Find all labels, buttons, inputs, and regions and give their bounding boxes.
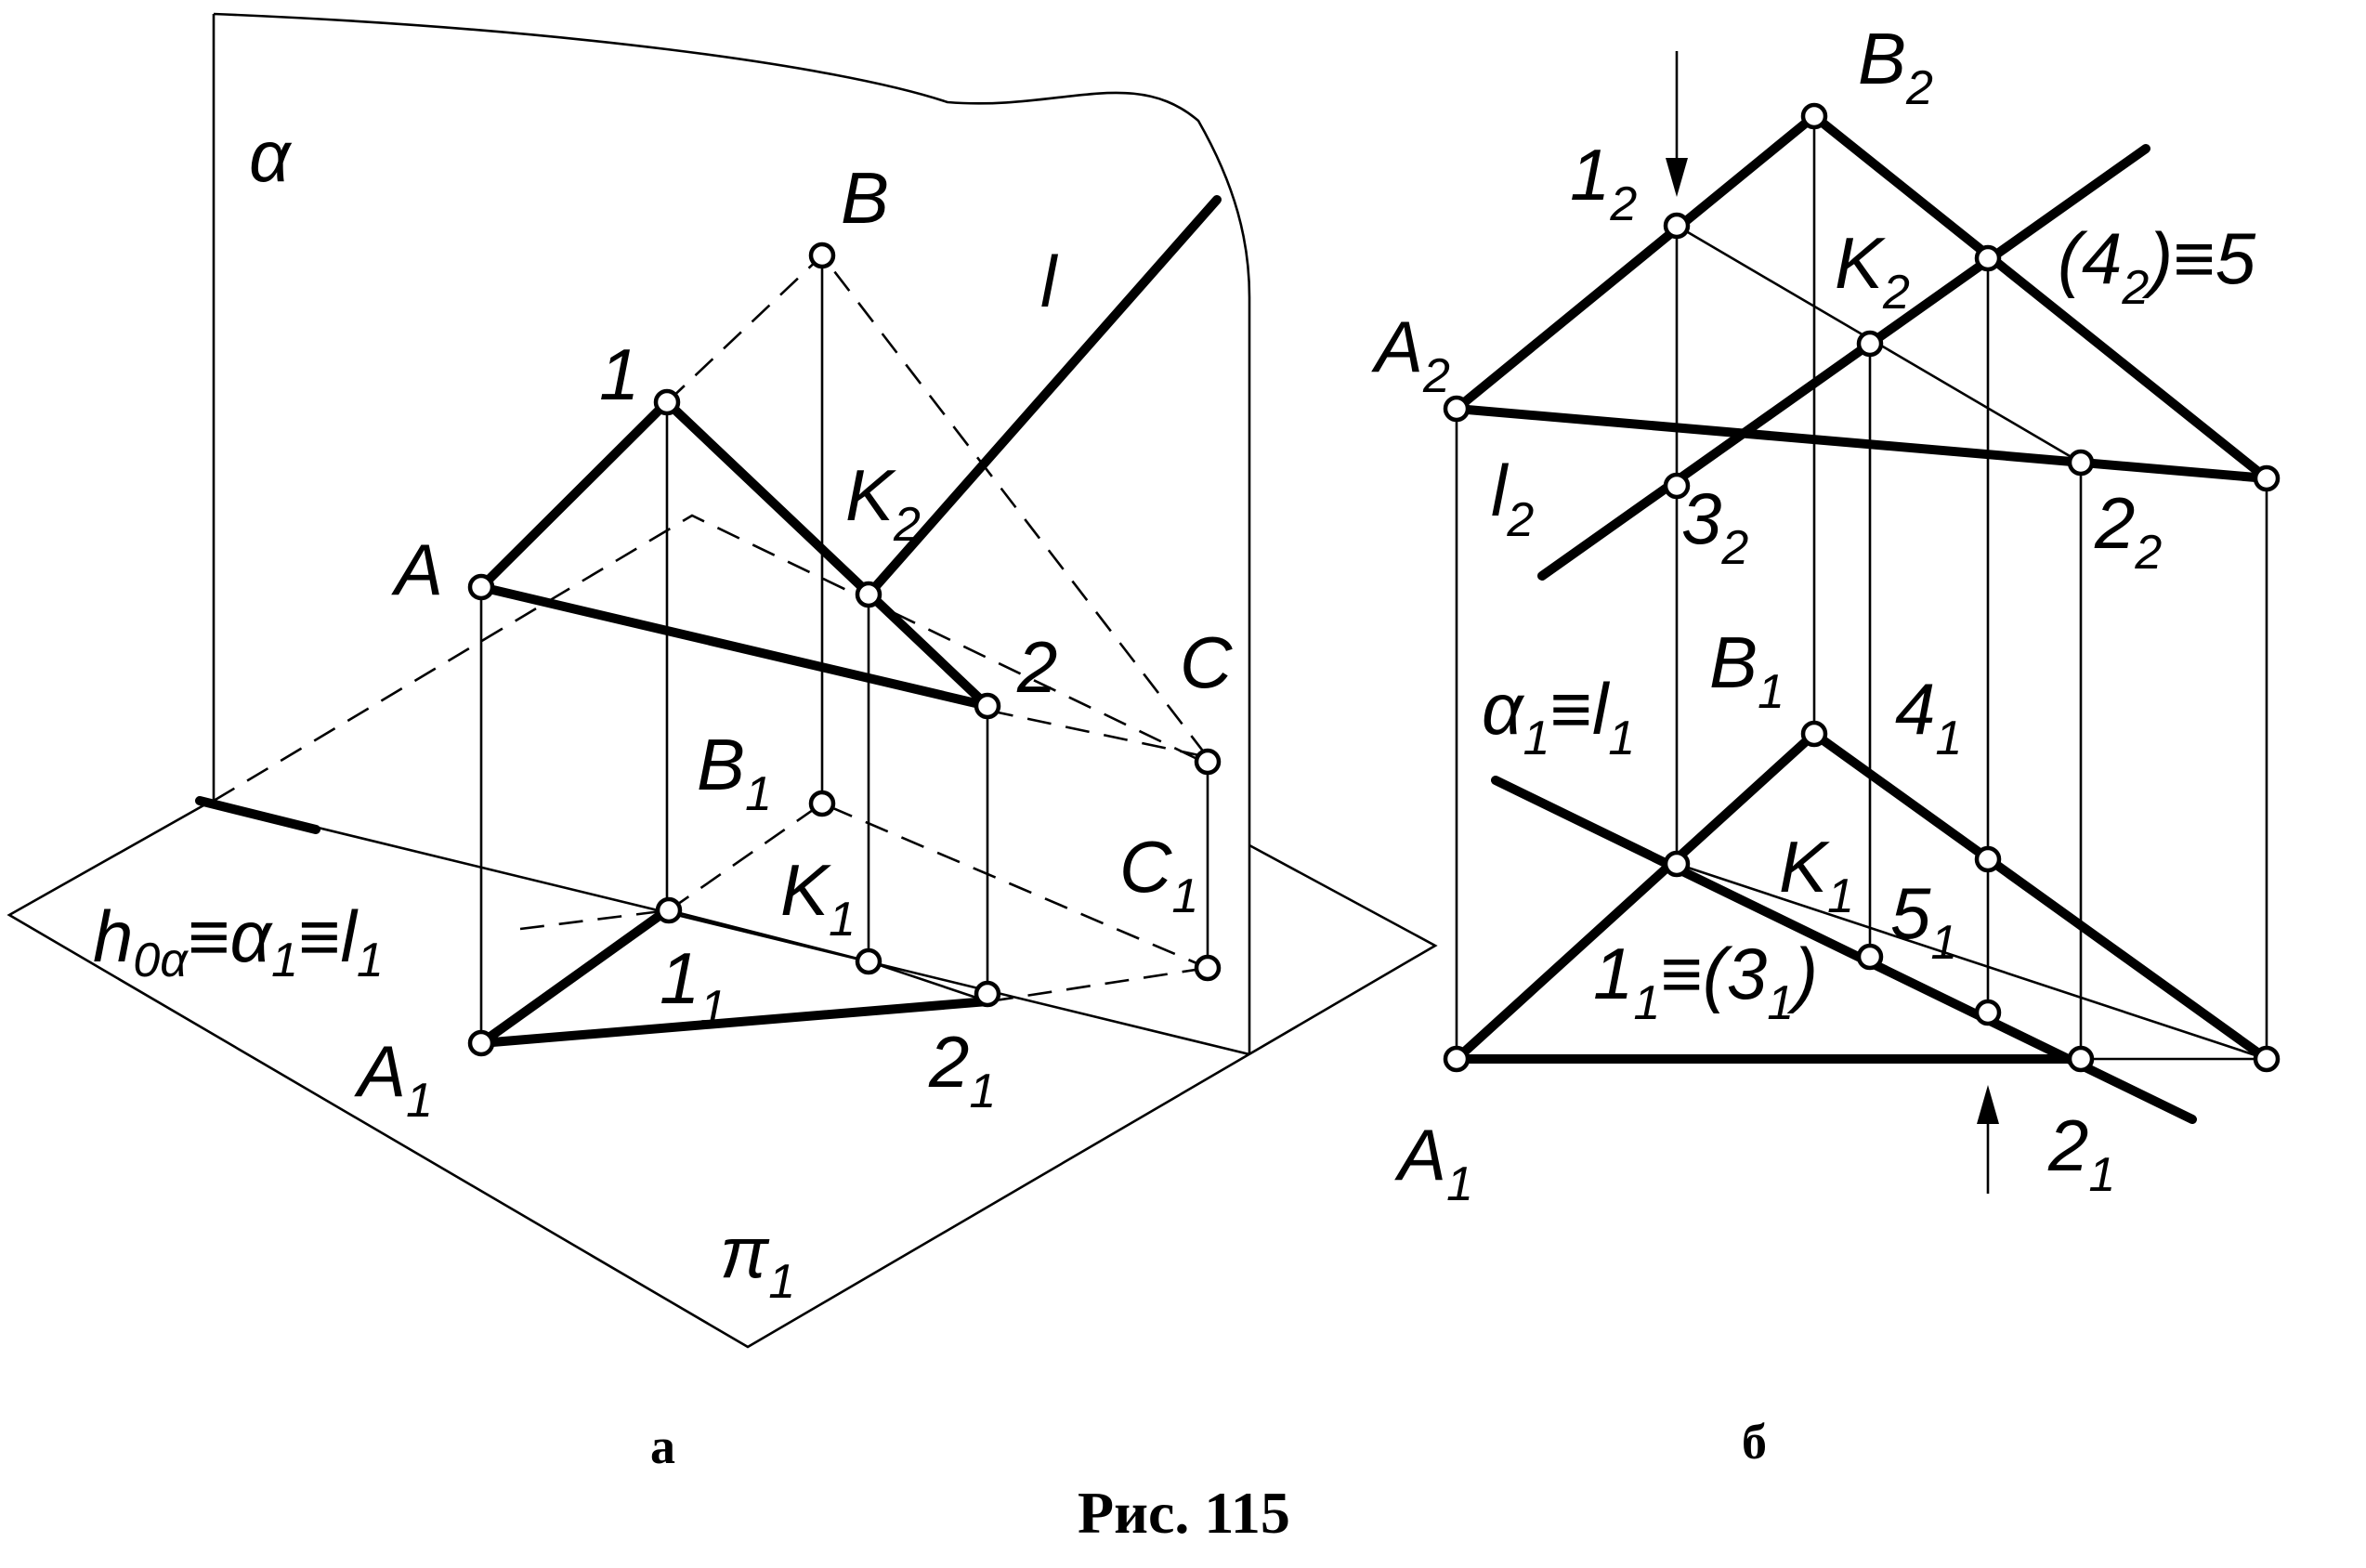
part-a-labels: α B l 1 A K2 2 C B1 C1 K1 h0α≡α1≡l1 11 A… (93, 115, 1233, 1309)
label-A1: A1 (354, 1030, 433, 1128)
part-a-drawing (7, 12, 1438, 1349)
part-b-labels: B2 12 K2 (42)≡5 A2 l2 32 22 B1 41 α1≡l1 … (1371, 18, 2256, 1211)
label-K1: K1 (780, 849, 856, 947)
label-alpha: α (249, 115, 293, 197)
label-4-1: 41 (1895, 668, 1962, 765)
label-trace: h0α≡α1≡l1 (93, 895, 384, 987)
label-1: 1 (599, 333, 639, 415)
figure-caption: Рис. 115 (1078, 1480, 1290, 1546)
horizontal-projection-thick (1452, 727, 2271, 1124)
label-pi1: π1 (720, 1211, 795, 1309)
label-l2: l2 (1491, 450, 1534, 547)
label-B1-b: B1 (1709, 621, 1784, 719)
label-B1: B1 (697, 724, 772, 821)
label-K2: K2 (845, 454, 921, 552)
label-K1-b: K1 (1779, 826, 1854, 923)
label-1-2: 12 (1570, 134, 1637, 231)
label-1-1: 11 (660, 937, 726, 1035)
label-C: C (1180, 621, 1233, 703)
label-B2: B2 (1858, 18, 1933, 115)
plane-pi1-outline (7, 799, 1438, 1349)
label-A2: A2 (1371, 306, 1450, 403)
label-A: A (391, 529, 443, 610)
points-a (467, 242, 1222, 1057)
label-C1: C1 (1119, 826, 1198, 923)
label-1-1-3-1: 11≡(31) (1593, 933, 1818, 1030)
label-B: B (841, 157, 889, 239)
dashed-lines (213, 254, 1209, 1003)
label-3-2: 32 (1681, 477, 1748, 575)
sight-arrows (1666, 51, 1999, 1194)
part-b-caption: б (1742, 1414, 1767, 1470)
points-b (1443, 102, 2281, 1073)
label-2-1-b: 21 (2047, 1104, 2115, 1202)
part-b-drawing (1443, 51, 2281, 1194)
label-K2-b: K2 (1835, 222, 1910, 320)
label-2-2: 22 (2094, 482, 2162, 580)
label-A1-b: A1 (1394, 1114, 1473, 1211)
trace-line (199, 797, 1250, 1056)
plane-alpha-outline (212, 12, 1251, 1054)
projection-lines (479, 255, 1209, 1043)
label-2-1: 21 (928, 1021, 996, 1118)
label-a1-l1: α1≡l1 (1482, 668, 1635, 765)
part-a-caption: а (650, 1418, 675, 1474)
trace-thick-segment (195, 796, 320, 834)
label-5-1: 51 (1890, 872, 1957, 970)
label-4-2: (42)≡5 (2058, 217, 2256, 315)
label-2: 2 (1016, 626, 1057, 708)
label-l: l (1040, 241, 1059, 322)
